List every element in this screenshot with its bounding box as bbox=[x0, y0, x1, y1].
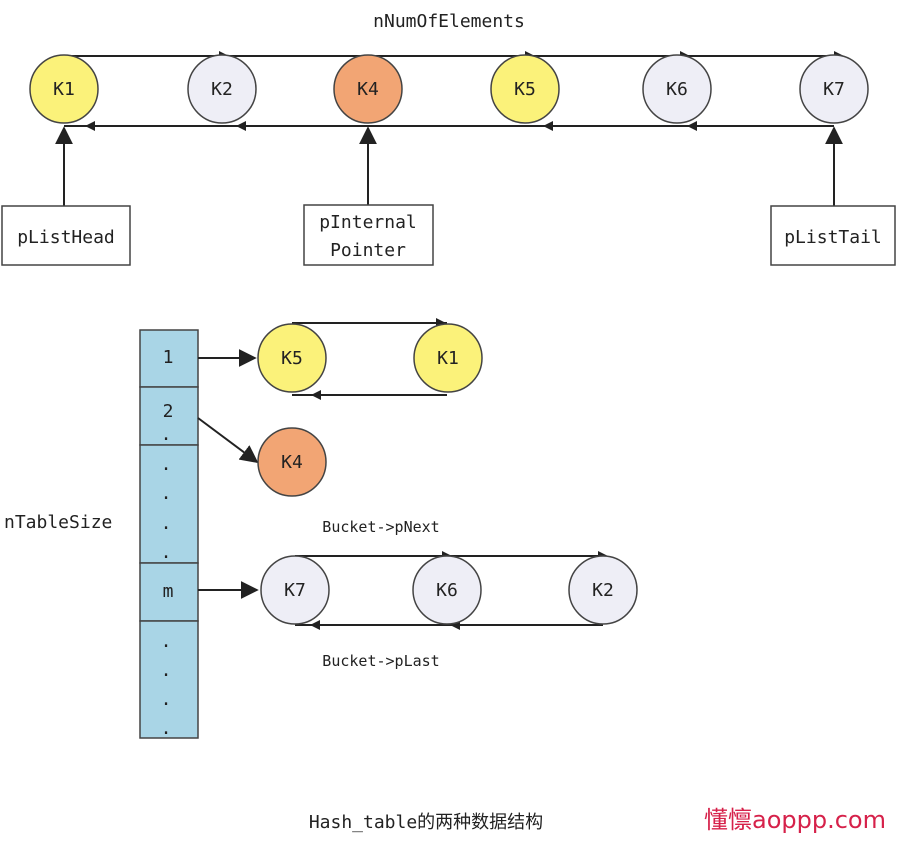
internal-pointer-box bbox=[303, 204, 434, 266]
node-circle bbox=[260, 555, 330, 625]
num-of-elements-title: nNumOfElements bbox=[373, 11, 525, 32]
slot-ellipsis-dot: . bbox=[161, 631, 172, 652]
table-slot bbox=[139, 329, 199, 388]
bucket-m-chain: K7 K6 K2 bbox=[260, 551, 638, 630]
diagram-caption: Hash_table的两种数据结构 bbox=[309, 812, 543, 833]
bucket-last-label: Bucket->pLast bbox=[322, 652, 439, 670]
node-circle bbox=[642, 54, 712, 124]
node-circle bbox=[29, 54, 99, 124]
prev-arrowhead bbox=[85, 121, 95, 131]
node-circle bbox=[799, 54, 869, 124]
global-list-node-k5: K5 bbox=[490, 54, 560, 124]
internal-pointer-label-line1: pInternal bbox=[319, 212, 417, 233]
prev-arrowhead bbox=[311, 390, 321, 400]
prev-arrowhead bbox=[310, 620, 320, 630]
node-label: K6 bbox=[666, 79, 688, 100]
bucket-node-k2: K2 bbox=[568, 555, 638, 625]
tail-pointer-label: pListTail bbox=[784, 227, 882, 248]
node-label: K4 bbox=[357, 79, 379, 100]
head-pointer-box bbox=[1, 205, 131, 266]
bucket-node-k4: K4 bbox=[257, 427, 327, 497]
slot-ellipsis-dot: . bbox=[161, 454, 172, 475]
prev-arrowhead bbox=[543, 121, 553, 131]
prev-arrowhead bbox=[687, 121, 697, 131]
node-label: K1 bbox=[53, 79, 75, 100]
table-size-label: nTableSize bbox=[4, 512, 112, 533]
slot-ellipsis-dot: . bbox=[161, 660, 172, 681]
table-slot bbox=[139, 620, 199, 739]
slot-ellipsis-dot: . bbox=[161, 689, 172, 710]
slot-ellipsis-dot: . bbox=[161, 718, 172, 739]
prev-arrowhead bbox=[236, 121, 246, 131]
watermark: 懂懔aoppp.com bbox=[704, 806, 886, 834]
global-list-links bbox=[64, 51, 844, 131]
slot-ellipsis-dot: . bbox=[161, 542, 172, 563]
slot-index-m: m bbox=[163, 581, 174, 602]
global-list-node-k7: K7 bbox=[799, 54, 869, 124]
global-list-node-k2: K2 bbox=[187, 54, 257, 124]
node-label: K2 bbox=[592, 580, 614, 601]
node-label: K7 bbox=[823, 79, 845, 100]
table-slot bbox=[139, 562, 199, 622]
node-label: K5 bbox=[281, 348, 303, 369]
slot-ellipsis-dot: . bbox=[161, 424, 172, 445]
node-circle bbox=[257, 323, 327, 393]
global-list-node-k4: K4 bbox=[333, 54, 403, 124]
table-slot bbox=[139, 386, 199, 446]
node-label: K4 bbox=[281, 452, 303, 473]
node-label: K7 bbox=[284, 580, 306, 601]
internal-pointer: pInternal Pointer bbox=[303, 126, 434, 266]
bucket-node-k1: K1 bbox=[413, 323, 483, 393]
node-circle bbox=[412, 555, 482, 625]
node-circle bbox=[413, 323, 483, 393]
slot2-to-bucket-arrow bbox=[197, 417, 259, 464]
node-label: K6 bbox=[436, 580, 458, 601]
slot-ellipsis-dot: . bbox=[161, 483, 172, 504]
slot-index-1: 1 bbox=[163, 347, 174, 368]
node-label: K2 bbox=[211, 79, 233, 100]
node-label: K1 bbox=[437, 348, 459, 369]
global-list-node-k6: K6 bbox=[642, 54, 712, 124]
node-circle bbox=[490, 54, 560, 124]
head-pointer-label: pListHead bbox=[17, 227, 115, 248]
bucket-2-chain: K4 bbox=[257, 427, 327, 497]
slot-index-2: 2 bbox=[163, 401, 174, 422]
tail-pointer-box bbox=[770, 205, 896, 266]
internal-pointer-label-line2: Pointer bbox=[330, 240, 406, 261]
bucket-1-chain: K5 K1 bbox=[257, 318, 483, 400]
bucket-next-label: Bucket->pNext bbox=[322, 518, 439, 536]
node-circle bbox=[333, 54, 403, 124]
node-circle bbox=[568, 555, 638, 625]
hash-table-array: 1 2 m . . . . . . . . . bbox=[139, 329, 199, 739]
node-label: K5 bbox=[514, 79, 536, 100]
global-list-node-k1: K1 bbox=[29, 54, 99, 124]
slot-ellipsis-dot: . bbox=[161, 513, 172, 534]
node-circle bbox=[187, 54, 257, 124]
list-tail-pointer: pListTail bbox=[770, 126, 896, 266]
bucket-node-k6: K6 bbox=[412, 555, 482, 625]
node-circle bbox=[257, 427, 327, 497]
table-slot bbox=[139, 444, 199, 564]
bucket-node-k7: K7 bbox=[260, 555, 330, 625]
bucket-node-k5: K5 bbox=[257, 323, 327, 393]
list-head-pointer: pListHead bbox=[1, 126, 131, 266]
